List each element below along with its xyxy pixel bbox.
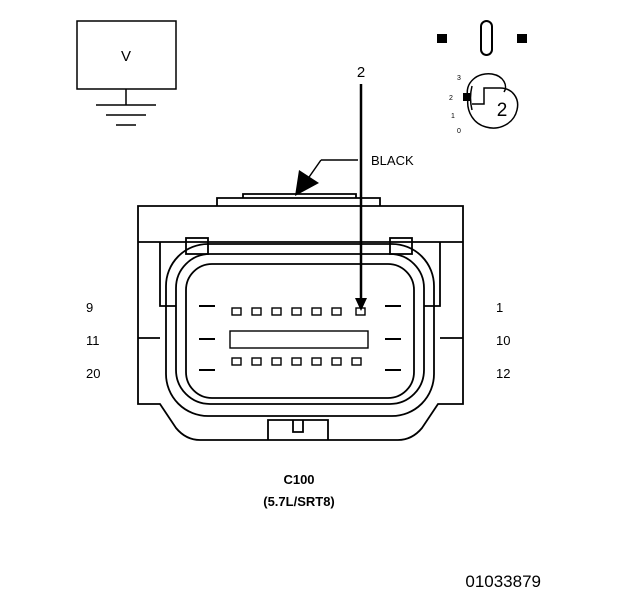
probe-arrowhead-icon — [355, 298, 367, 311]
pin-label-1: 1 — [496, 300, 503, 315]
dial-position-1: 1 — [451, 113, 455, 120]
terminal-dashes — [199, 305, 401, 371]
connector-face — [165, 237, 435, 417]
probe-pin-callout: 2 — [357, 64, 365, 81]
selector-dial-icon — [466, 73, 519, 129]
dial-pointer-icon — [463, 93, 470, 101]
terminal-icon — [437, 20, 527, 56]
dial-selected-value: 2 — [497, 100, 508, 121]
dial-position-0: 0 — [457, 128, 461, 135]
pin-label-20: 20 — [86, 366, 100, 381]
connector-housing — [137, 193, 464, 441]
dial-position-2: 2 — [449, 95, 453, 102]
pin-label-12: 12 — [496, 366, 510, 381]
terminal-row-bottom — [231, 357, 362, 366]
connector-name: C100 — [283, 472, 314, 487]
figure-id: 01033879 — [465, 572, 541, 591]
connector-latch — [267, 419, 329, 440]
color-arrowhead-icon — [295, 170, 319, 196]
connector-color-label: BLACK — [371, 153, 414, 168]
pin-label-9: 9 — [86, 300, 93, 315]
pin-label-11: 11 — [86, 333, 100, 348]
voltmeter — [76, 20, 177, 126]
dial-position-3: 3 — [457, 75, 461, 82]
terminal-row-top — [231, 307, 366, 316]
terminal-key-bar — [229, 330, 369, 349]
voltmeter-symbol: V — [121, 48, 131, 65]
connector-variant: (5.7L/SRT8) — [263, 494, 335, 509]
pin-label-10: 10 — [496, 333, 510, 348]
